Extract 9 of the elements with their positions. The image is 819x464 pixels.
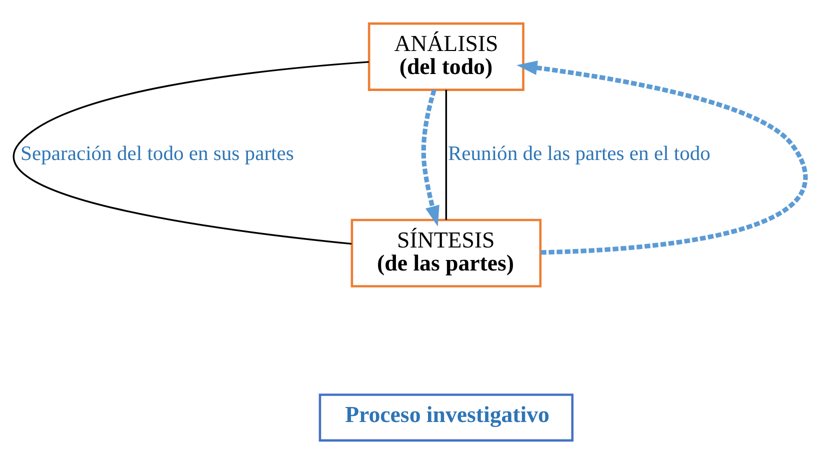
node-box: SÍNTESIS (de las partes) bbox=[350, 218, 542, 288]
connector bbox=[13, 61, 369, 245]
edge-label: Separación del todo en sus partes bbox=[20, 142, 294, 165]
node-box: Proceso investigativo bbox=[318, 394, 574, 442]
edge-label: Reunión de las partes en el todo bbox=[448, 142, 710, 165]
node-box: ANÁLISIS (del todo) bbox=[368, 22, 524, 91]
connector bbox=[445, 90, 448, 220]
arrow bbox=[421, 89, 440, 226]
arrow bbox=[516, 60, 807, 255]
